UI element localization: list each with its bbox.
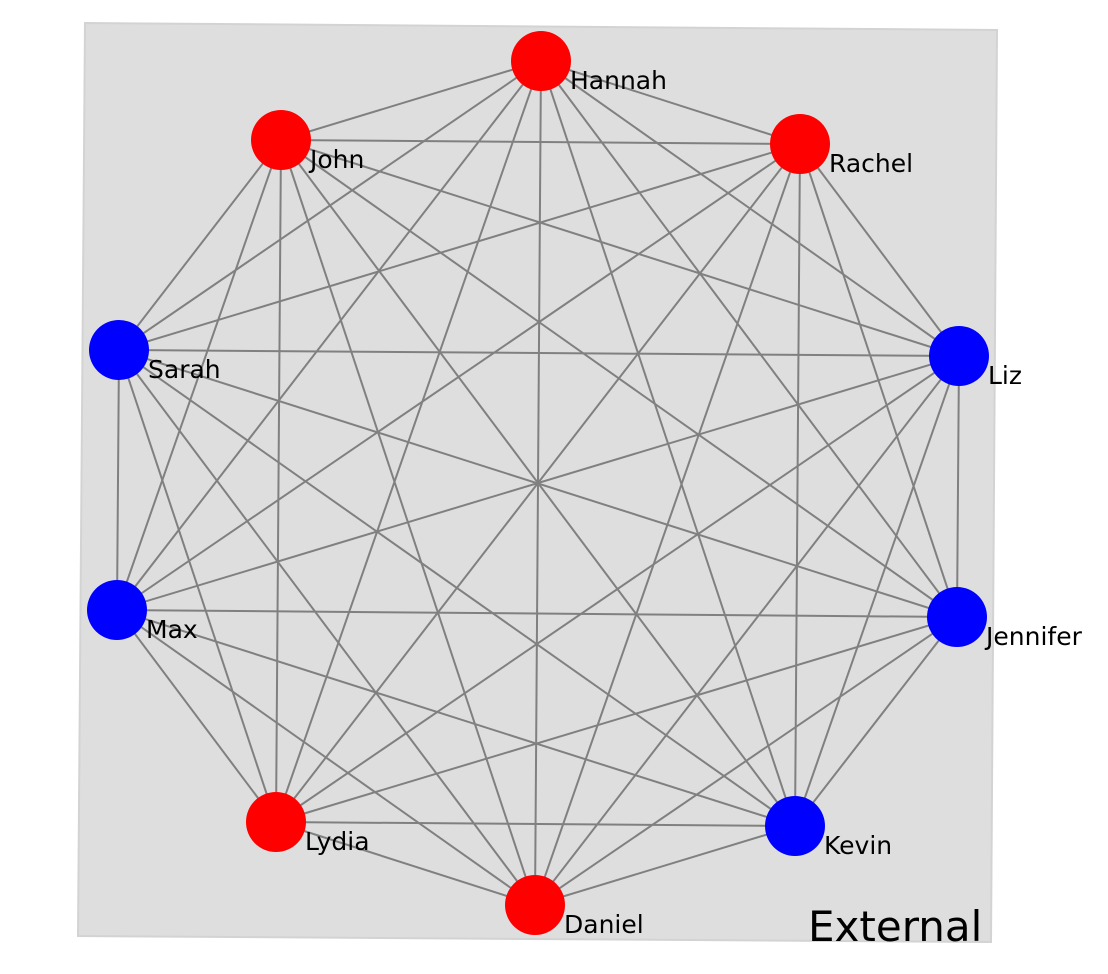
node-hannah (511, 31, 571, 91)
edge-daniel-sarah (118, 349, 536, 906)
node-liz (929, 326, 989, 386)
edge-liz-daniel (534, 355, 960, 906)
node-jennifer (927, 587, 987, 647)
edge-jennifer-max (116, 609, 958, 618)
node-rachel (770, 114, 830, 174)
node-label-lydia: Lydia (305, 827, 370, 856)
edge-sarah-john (118, 139, 282, 351)
edge-hannah-rachel (540, 60, 801, 145)
edge-kevin-sarah (118, 349, 796, 827)
edge-lydia-john (275, 139, 282, 823)
edge-max-john (116, 139, 282, 611)
node-layer (87, 31, 989, 935)
panel-label: External (808, 902, 982, 951)
edge-hannah-max (116, 60, 542, 611)
node-label-liz: Liz (988, 361, 1022, 390)
edge-liz-sarah (118, 349, 960, 357)
node-label-daniel: Daniel (564, 910, 644, 939)
edge-lydia-sarah (118, 349, 277, 823)
edge-daniel-lydia (275, 821, 536, 906)
edge-liz-jennifer (956, 355, 960, 618)
edge-rachel-kevin (794, 143, 801, 827)
edge-kevin-max (116, 609, 796, 827)
node-john (251, 110, 311, 170)
edge-liz-john (280, 139, 960, 357)
edge-rachel-liz (799, 143, 960, 357)
edge-rachel-sarah (118, 143, 801, 351)
node-label-sarah: Sarah (148, 355, 221, 384)
edge-hannah-john (280, 60, 542, 141)
edge-kevin-lydia (275, 821, 796, 827)
edge-rachel-john (280, 139, 801, 145)
edge-daniel-john (280, 139, 536, 906)
edge-kevin-daniel (534, 825, 796, 906)
edge-hannah-jennifer (540, 60, 958, 618)
edge-jennifer-john (280, 139, 958, 618)
edge-jennifer-lydia (275, 616, 958, 823)
node-sarah (89, 320, 149, 380)
edge-lydia-max (116, 609, 277, 823)
edge-jennifer-kevin (794, 616, 958, 827)
node-label-kevin: Kevin (824, 831, 892, 860)
edge-max-sarah (116, 349, 120, 611)
node-label-john: John (308, 145, 364, 174)
node-label-rachel: Rachel (829, 149, 913, 178)
node-lydia (246, 792, 306, 852)
edge-layer (116, 60, 960, 906)
node-daniel (505, 875, 565, 935)
node-label-max: Max (146, 615, 198, 644)
node-max (87, 580, 147, 640)
node-label-jennifer: Jennifer (984, 622, 1083, 651)
node-kevin (765, 796, 825, 856)
edge-kevin-john (280, 139, 796, 827)
node-label-hannah: Hannah (570, 66, 667, 95)
edge-daniel-max (116, 609, 536, 906)
